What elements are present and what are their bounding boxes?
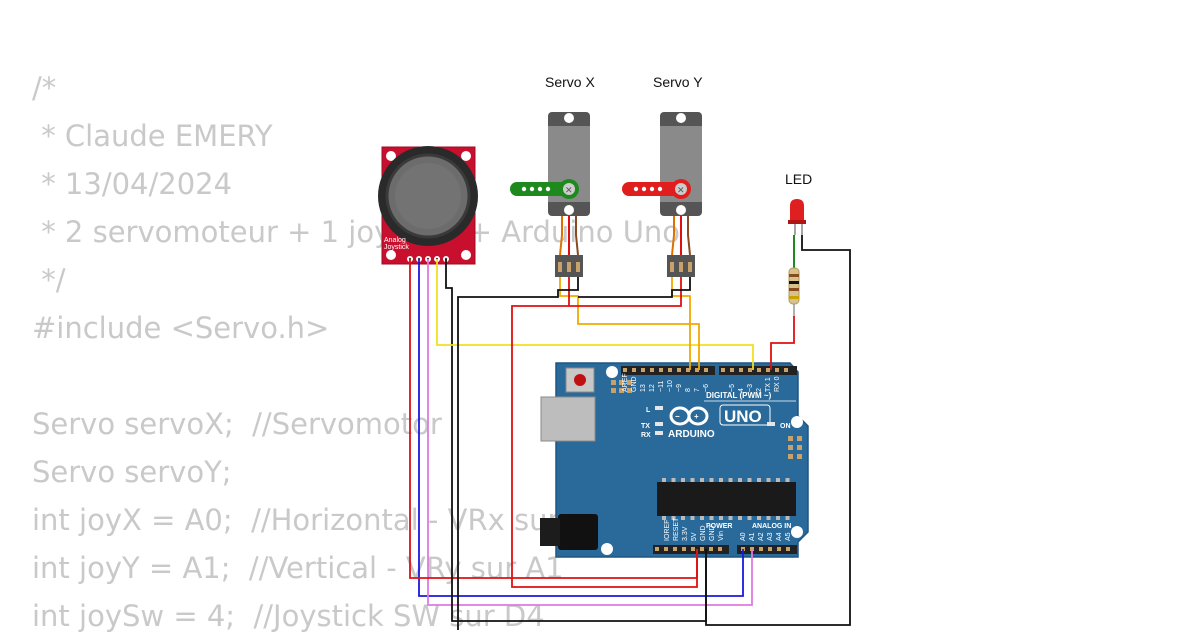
pin-label: GND bbox=[709, 525, 716, 541]
pin-label: A4 bbox=[776, 532, 783, 541]
pin-label: A0 bbox=[740, 532, 747, 541]
svg-text:✕: ✕ bbox=[565, 186, 573, 196]
joystick-module[interactable]: Analog Joystick bbox=[378, 146, 478, 265]
atmega-chip bbox=[657, 482, 796, 516]
led-bulb bbox=[790, 199, 804, 222]
pin-label: A3 bbox=[767, 532, 774, 541]
led-label: LED bbox=[785, 171, 812, 187]
board-model: UNO bbox=[724, 407, 762, 426]
resistor bbox=[788, 235, 800, 316]
pin-label: 13 bbox=[640, 384, 647, 392]
led-rx bbox=[655, 431, 663, 435]
led-component[interactable]: LED bbox=[785, 171, 812, 235]
led-rx-label: RX bbox=[641, 432, 651, 439]
wire-servo-y-gnd bbox=[578, 277, 691, 298]
pin-label: ~9 bbox=[676, 384, 683, 392]
pin-label: ~5 bbox=[729, 384, 736, 392]
digital-header-label: DIGITAL (PWM ~) bbox=[706, 391, 772, 400]
code-line: Servo servoY; bbox=[32, 455, 232, 489]
code-line: * 13/04/2024 bbox=[32, 167, 233, 201]
pin-label: A2 bbox=[758, 532, 765, 541]
power-header-label: POWER bbox=[706, 523, 732, 530]
pin-label: GND bbox=[631, 376, 638, 392]
board-brand: ARDUINO bbox=[668, 429, 715, 440]
pin-label: 5V bbox=[691, 532, 698, 541]
led-tx bbox=[655, 422, 663, 426]
dc-jack bbox=[558, 514, 598, 550]
svg-text:+: + bbox=[694, 412, 699, 421]
code-line: #include <Servo.h> bbox=[32, 311, 330, 345]
joystick-label-1: Analog bbox=[384, 237, 406, 244]
mount-hole bbox=[791, 416, 803, 428]
wire-servo-y-power bbox=[569, 277, 682, 307]
mount-hole bbox=[461, 151, 471, 161]
pin-label: A5 bbox=[785, 532, 792, 541]
pin-label: IOREF bbox=[664, 520, 671, 541]
pin-label: ~10 bbox=[667, 380, 674, 392]
pin-label: 12 bbox=[649, 384, 656, 392]
servo-y[interactable]: Servo Y ✕ bbox=[622, 74, 703, 277]
pin-label: 3.3V bbox=[682, 526, 689, 541]
wire-led-gnd bbox=[705, 235, 851, 626]
wire-vry bbox=[427, 259, 753, 606]
servo-y-label: Servo Y bbox=[653, 74, 703, 90]
led-on bbox=[767, 422, 775, 426]
pin-label: ~3 bbox=[747, 384, 754, 392]
mount-hole bbox=[791, 526, 803, 538]
pin-label: 8 bbox=[685, 388, 692, 392]
pin-label: TX 1 bbox=[765, 377, 772, 392]
pin-label: ~11 bbox=[658, 381, 665, 392]
wires bbox=[409, 235, 851, 630]
pin-label: RX 0 bbox=[774, 376, 781, 392]
wire-servo-x-gnd bbox=[457, 277, 579, 630]
svg-text:−: − bbox=[675, 412, 680, 421]
wire-servo-x-signal bbox=[559, 277, 700, 370]
wire-sw bbox=[436, 259, 754, 370]
pin-label: Vin bbox=[718, 531, 725, 541]
reset-button-cap[interactable] bbox=[574, 374, 586, 386]
code-line: /* bbox=[32, 71, 57, 105]
dc-jack-barrel bbox=[540, 518, 560, 546]
top-pin-holes bbox=[623, 368, 788, 372]
pin-label: 2 bbox=[756, 388, 763, 392]
svg-text:✕: ✕ bbox=[677, 186, 685, 196]
mount-hole bbox=[606, 366, 618, 378]
led-on-label: ON bbox=[780, 423, 791, 430]
pin-label: 7 bbox=[694, 388, 701, 392]
code-background: /* * Claude EMERY * 13/04/2024 * 2 servo… bbox=[32, 64, 680, 640]
mount-hole bbox=[461, 250, 471, 260]
led-l bbox=[655, 406, 663, 410]
icsp-header bbox=[611, 380, 632, 393]
wire-vrx bbox=[418, 259, 744, 597]
mount-hole bbox=[386, 151, 396, 161]
arduino-infinity-logo bbox=[669, 406, 709, 426]
servo-x[interactable]: Servo X ✕ bbox=[510, 74, 595, 277]
led-l-label: L bbox=[646, 407, 651, 414]
pin-label: AREF bbox=[622, 373, 629, 392]
pin-label: 4 bbox=[738, 388, 745, 392]
wire-servo-x-power bbox=[511, 277, 698, 588]
analog-header-label: ANALOG IN bbox=[752, 523, 791, 530]
chip-legs bbox=[662, 478, 790, 520]
code-line: * Claude EMERY bbox=[32, 119, 273, 153]
mount-hole bbox=[386, 250, 396, 260]
analog-header bbox=[737, 545, 797, 554]
code-line: */ bbox=[32, 263, 66, 297]
led-tx-label: TX bbox=[641, 423, 650, 430]
pin-label: ~6 bbox=[703, 384, 710, 392]
joystick-label-2: Joystick bbox=[384, 244, 409, 251]
servo-x-label: Servo X bbox=[545, 74, 595, 90]
wire-led-pin bbox=[770, 316, 795, 370]
pin-label: A1 bbox=[749, 532, 756, 541]
usb-connector bbox=[540, 396, 596, 442]
pin-label: GND bbox=[700, 525, 707, 541]
pin-label: RESET bbox=[673, 517, 680, 541]
mount-hole bbox=[601, 543, 613, 555]
icsp-header-2 bbox=[788, 436, 802, 459]
